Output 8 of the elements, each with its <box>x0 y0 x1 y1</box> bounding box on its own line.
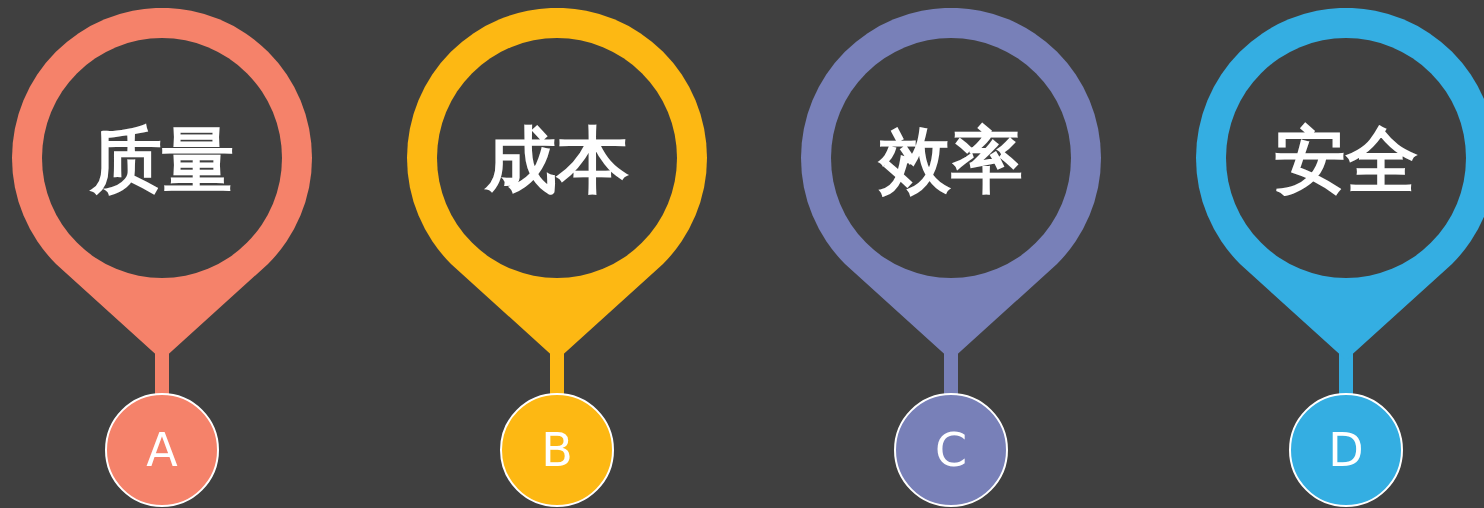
letter-label: B <box>541 425 573 475</box>
pin-title: 效率 <box>877 120 1024 200</box>
letter-label: C <box>934 425 968 475</box>
pin-title: 成本 <box>483 120 630 200</box>
pin-title: 安全 <box>1273 120 1419 200</box>
pin-title: 质量 <box>88 120 235 200</box>
letter-label: A <box>146 425 178 475</box>
letter-label: D <box>1328 425 1364 475</box>
